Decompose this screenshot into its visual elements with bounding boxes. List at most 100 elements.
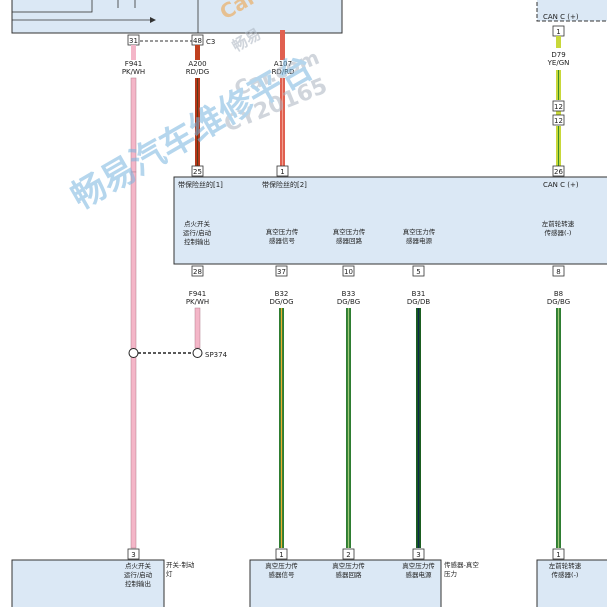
svg-text:12: 12: [554, 117, 563, 125]
splice-label: SP374: [205, 351, 228, 359]
wire-b31: [416, 308, 421, 548]
svg-text:点火开关: 点火开关: [125, 561, 152, 570]
wire-a107: [280, 30, 285, 172]
svg-text:1: 1: [279, 551, 283, 559]
label-can-c: CAN C (+): [543, 181, 579, 189]
top-pin-31: 31: [127, 34, 140, 46]
sensor-name-l1: 传感器-真空: [444, 560, 479, 569]
module-pin-1: 1: [276, 165, 289, 177]
wire-b8: [556, 308, 561, 548]
svg-text:感器电源: 感器电源: [406, 570, 433, 579]
svg-text:48: 48: [193, 37, 202, 45]
svg-text:感器信号: 感器信号: [269, 236, 296, 245]
svg-text:传感器(-): 传感器(-): [545, 228, 572, 237]
svg-text:真空压力传: 真空压力传: [266, 227, 299, 236]
wire-b32-code: B32: [275, 290, 289, 298]
switch-name-l2: 灯: [166, 569, 173, 578]
wire-b31-code: B31: [412, 290, 426, 298]
wire-f941-bottom-code: F941: [189, 290, 206, 298]
signal-wheel-speed: 左前轮转速 传感器(-): [542, 219, 575, 237]
svg-text:运行/启动: 运行/启动: [124, 570, 153, 579]
signal-vacuum-power: 真空压力传 感器电源: [403, 227, 436, 245]
svg-text:26: 26: [554, 168, 563, 176]
svg-text:左前轮转速: 左前轮转速: [549, 561, 582, 570]
wire-f941-color: PK/WH: [122, 68, 145, 76]
svg-text:控制输出: 控制输出: [184, 237, 210, 246]
wire-b32-color: DG/OG: [269, 298, 293, 306]
module-pin-8: 8: [552, 265, 565, 277]
svg-text:5: 5: [416, 268, 420, 276]
signal-ignition-output: 点火开关 运行/启动 控制输出: [183, 219, 212, 246]
svg-text:28: 28: [193, 268, 202, 276]
signal-vacuum-return: 真空压力传 感器回路: [333, 227, 366, 245]
svg-text:控制输出: 控制输出: [125, 579, 151, 588]
wire-a200-color: RD/DG: [186, 68, 209, 76]
wire-b32: [279, 308, 284, 548]
svg-text:1: 1: [556, 551, 560, 559]
svg-text:3: 3: [131, 551, 135, 559]
svg-text:31: 31: [129, 37, 138, 45]
wire-b31-color: DG/DB: [407, 298, 431, 306]
wire-b33-code: B33: [342, 290, 356, 298]
splice-pin-12a: 12: [552, 100, 565, 112]
wire-f941-bottom: [194, 307, 201, 349]
wire-a107-code: A107: [274, 60, 292, 68]
module-pin-25: 25: [191, 165, 204, 177]
brake-switch-component: 3 点火开关 运行/启动 控制输出: [11, 548, 165, 607]
svg-text:8: 8: [556, 268, 560, 276]
svg-text:感器回路: 感器回路: [336, 570, 363, 579]
top-right-pin-1: 1: [552, 25, 565, 37]
splice-pin-12b: 12: [552, 114, 565, 126]
label-fused-2: 带保险丝的[2]: [262, 180, 307, 189]
wire-a107-color: RD/RD: [272, 68, 295, 76]
wire-a200: [195, 45, 200, 172]
switch-name-l1: 开关-制动: [166, 560, 195, 569]
svg-text:真空压力传: 真空压力传: [265, 561, 298, 570]
svg-text:1: 1: [556, 28, 560, 36]
svg-text:12: 12: [554, 103, 563, 111]
wire-d79-code: D79: [551, 51, 565, 59]
module-pin-28: 28: [191, 265, 204, 277]
sensor-name-l2: 压力: [444, 569, 457, 578]
top-module: [11, 0, 343, 42]
wire-f941-long: [130, 171, 137, 549]
svg-text:左前轮转速: 左前轮转速: [542, 219, 575, 228]
wire-d79: [556, 36, 561, 166]
svg-text:真空压力传: 真空压力传: [333, 227, 366, 236]
top-pin-48: 48: [191, 34, 204, 46]
main-module: [173, 176, 607, 265]
svg-text:真空压力传: 真空压力传: [402, 561, 435, 570]
svg-text:10: 10: [344, 268, 353, 276]
wire-f941-bottom-color: PK/WH: [186, 298, 209, 306]
svg-text:感器信号: 感器信号: [269, 570, 296, 579]
svg-text:2: 2: [346, 551, 350, 559]
svg-text:25: 25: [193, 168, 202, 176]
wire-b33: [346, 308, 351, 548]
module-pin-10: 10: [342, 265, 355, 277]
module-pin-37: 37: [275, 265, 288, 277]
top-right-module: CAN C (+): [536, 0, 607, 22]
svg-text:真空压力传: 真空压力传: [332, 561, 365, 570]
svg-text:37: 37: [277, 268, 286, 276]
wire-d79-color: YE/GN: [547, 59, 570, 67]
label-fused-1: 带保险丝的[1]: [178, 180, 223, 189]
svg-text:1: 1: [280, 168, 284, 176]
svg-text:点火开关: 点火开关: [184, 219, 211, 228]
svg-text:感器回路: 感器回路: [336, 236, 363, 245]
wire-f941-code: F941: [125, 60, 142, 68]
svg-text:运行/启动: 运行/启动: [183, 228, 212, 237]
wire-b8-color: DG/BG: [547, 298, 570, 306]
wire-a200-code: A200: [188, 60, 206, 68]
svg-text:感器电源: 感器电源: [406, 236, 433, 245]
signal-vacuum-signal: 真空压力传 感器信号: [266, 227, 299, 245]
svg-text:传感器(-): 传感器(-): [552, 570, 579, 579]
vacuum-sensor-component: 1 2 3 真空压力传 感器信号 真空压力传 感器回路 真空压力传 感器电源: [249, 548, 442, 607]
svg-text:真空压力传: 真空压力传: [403, 227, 436, 236]
wire-b33-color: DG/BG: [337, 298, 360, 306]
wire-b8-code: B8: [554, 290, 563, 298]
connector-c3-label: C3: [206, 38, 215, 46]
module-pin-5: 5: [412, 265, 425, 277]
module-pin-26: 26: [552, 165, 565, 177]
top-right-can-label: CAN C (+): [543, 13, 579, 21]
